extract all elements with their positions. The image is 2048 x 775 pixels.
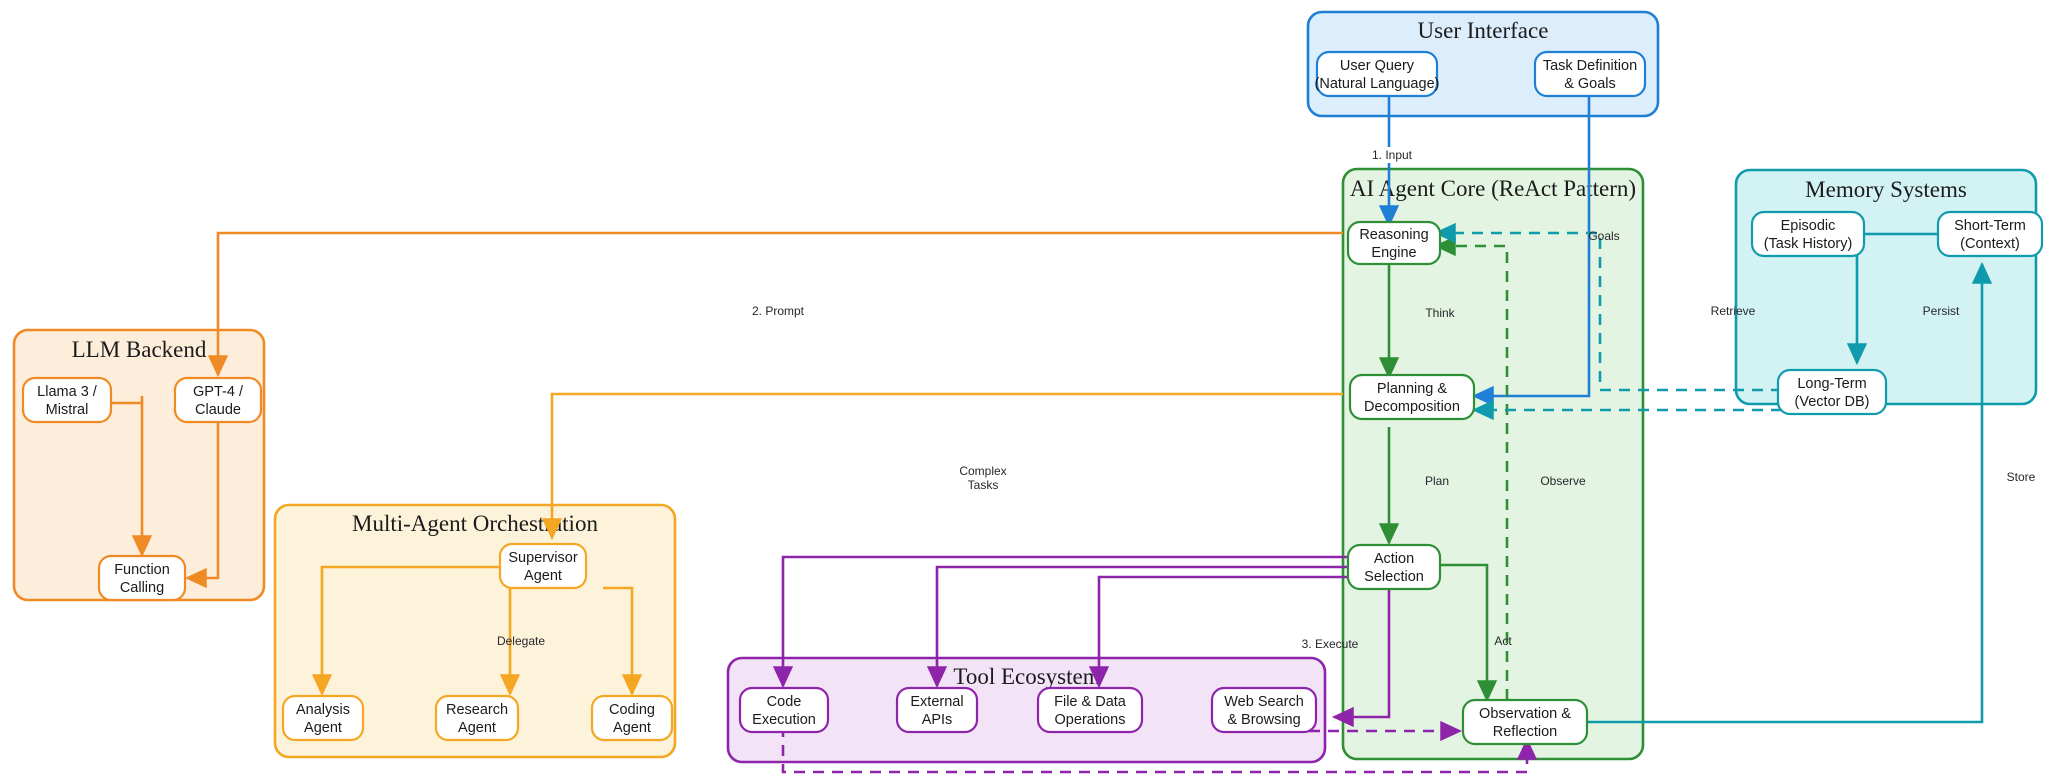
node-planning-line1: Planning & bbox=[1377, 381, 1447, 397]
node-code-execution[interactable]: Code Execution bbox=[738, 686, 830, 734]
node-external-apis-line1: External bbox=[910, 694, 963, 710]
cluster-title-user-interface: User Interface bbox=[1418, 18, 1549, 43]
node-task-definition-line2: & Goals bbox=[1564, 76, 1616, 92]
edge-label-complex-line1: Complex bbox=[959, 464, 1006, 478]
node-file-data-operations[interactable]: File & Data Operations bbox=[1036, 686, 1144, 734]
node-coding-agent[interactable]: Coding Agent bbox=[590, 694, 674, 742]
edge-observation-to-reasoning bbox=[1433, 235, 1509, 700]
node-llama-line2: Mistral bbox=[46, 402, 89, 418]
cluster-memory-systems: Memory Systems bbox=[1734, 168, 2038, 406]
node-research-line2: Agent bbox=[458, 720, 496, 736]
edge-action-to-observation bbox=[1428, 563, 1498, 703]
edge-label-input: 1. Input bbox=[1372, 148, 1413, 162]
node-reasoning-engine-line2: Engine bbox=[1371, 245, 1416, 261]
node-function-calling-line1: Function bbox=[114, 562, 170, 578]
node-function-calling-line2: Calling bbox=[120, 580, 164, 596]
node-long-term-line2: (Vector DB) bbox=[1795, 394, 1870, 410]
node-action-selection[interactable]: Action Selection bbox=[1346, 543, 1442, 591]
node-gpt4-line1: GPT-4 / bbox=[193, 384, 244, 400]
cluster-title-multi-agent-orchestration: Multi-Agent Orchestration bbox=[352, 511, 598, 536]
node-function-calling[interactable]: Function Calling bbox=[97, 554, 187, 602]
node-analysis-agent[interactable]: Analysis Agent bbox=[281, 694, 365, 742]
node-reasoning-engine-line1: Reasoning bbox=[1359, 227, 1428, 243]
edge-label-persist: Persist bbox=[1923, 304, 1960, 318]
edge-label-act: Act bbox=[1494, 634, 1512, 648]
node-web-search-browsing[interactable]: Web Search & Browsing bbox=[1210, 686, 1318, 734]
edge-code-execution-to-observation bbox=[781, 707, 1538, 774]
node-web-search-line1: Web Search bbox=[1224, 694, 1304, 710]
node-episodic-line1: Episodic bbox=[1781, 218, 1836, 234]
node-coding-line1: Coding bbox=[609, 702, 655, 718]
node-observation-line1: Observation & bbox=[1479, 706, 1571, 722]
edge-label-complex-line2: Tasks bbox=[968, 478, 999, 492]
node-short-term-line1: Short-Term bbox=[1954, 218, 2026, 234]
node-short-term-line2: (Context) bbox=[1960, 236, 2020, 252]
edge-label-plan: Plan bbox=[1425, 474, 1449, 488]
node-gpt4-line2: Claude bbox=[195, 402, 241, 418]
node-file-data-line2: Operations bbox=[1055, 712, 1126, 728]
node-long-term-memory[interactable]: Long-Term (Vector DB) bbox=[1776, 368, 1888, 416]
node-analysis-line1: Analysis bbox=[296, 702, 350, 718]
node-web-search-line2: & Browsing bbox=[1227, 712, 1300, 728]
edge-label-goals: Goals bbox=[1588, 229, 1619, 243]
edge-action-to-web-search bbox=[1331, 589, 1391, 728]
node-action-selection-line2: Selection bbox=[1364, 569, 1424, 585]
edge-long-term-to-reasoning bbox=[1433, 222, 1782, 392]
edge-task-definition-to-planning bbox=[1471, 96, 1591, 407]
edge-planning-to-supervisor bbox=[541, 392, 1343, 541]
node-episodic-line2: (Task History) bbox=[1764, 236, 1853, 252]
node-llama-mistral[interactable]: Llama 3 / Mistral bbox=[21, 376, 113, 424]
edge-observation-to-short-term bbox=[1569, 261, 1993, 724]
node-supervisor-line2: Agent bbox=[524, 568, 562, 584]
node-observation-reflection[interactable]: Observation & Reflection bbox=[1461, 698, 1589, 746]
cluster-tool-ecosystem: Tool Ecosystem bbox=[726, 656, 1327, 764]
cluster-title-llm-backend: LLM Backend bbox=[72, 337, 207, 362]
node-user-query[interactable]: User Query (Natural Language) bbox=[1315, 50, 1440, 98]
node-supervisor-line1: Supervisor bbox=[508, 550, 577, 566]
node-action-selection-line1: Action bbox=[1374, 551, 1414, 567]
node-llama-line1: Llama 3 / bbox=[37, 384, 98, 400]
edge-label-observe: Observe bbox=[1540, 474, 1586, 488]
edge-reasoning-to-gpt4 bbox=[207, 231, 1343, 378]
node-external-apis[interactable]: External APIs bbox=[895, 686, 979, 734]
edge-supervisor-to-coding bbox=[603, 586, 643, 697]
cluster-title-ai-agent-core: AI Agent Core (ReAct Pattern) bbox=[1350, 176, 1636, 201]
node-task-definition[interactable]: Task Definition & Goals bbox=[1533, 50, 1647, 98]
edge-supervisor-to-analysis bbox=[311, 565, 500, 697]
node-reasoning-engine[interactable]: Reasoning Engine bbox=[1346, 220, 1442, 266]
node-coding-line2: Agent bbox=[613, 720, 651, 736]
node-research-line1: Research bbox=[446, 702, 508, 718]
node-short-term-memory[interactable]: Short-Term (Context) bbox=[1936, 210, 2044, 258]
node-research-agent[interactable]: Research Agent bbox=[434, 694, 520, 742]
node-task-definition-line1: Task Definition bbox=[1543, 58, 1637, 74]
edge-label-store: Store bbox=[2007, 470, 2036, 484]
edge-label-think: Think bbox=[1425, 306, 1455, 320]
node-planning-line2: Decomposition bbox=[1364, 399, 1460, 415]
edge-label-execute: 3. Execute bbox=[1302, 637, 1359, 651]
node-supervisor-agent[interactable]: Supervisor Agent bbox=[498, 542, 588, 590]
node-file-data-line1: File & Data bbox=[1054, 694, 1127, 710]
cluster-title-tool-ecosystem: Tool Ecosystem bbox=[953, 664, 1100, 689]
cluster-title-memory-systems: Memory Systems bbox=[1805, 177, 1967, 202]
node-planning-decomposition[interactable]: Planning & Decomposition bbox=[1348, 373, 1476, 421]
node-analysis-line2: Agent bbox=[304, 720, 342, 736]
edge-label-delegate: Delegate bbox=[497, 634, 545, 648]
edge-label-retrieve: Retrieve bbox=[1711, 304, 1756, 318]
node-external-apis-line2: APIs bbox=[922, 712, 953, 728]
node-gpt4-claude[interactable]: GPT-4 / Claude bbox=[173, 376, 263, 424]
node-long-term-line1: Long-Term bbox=[1797, 376, 1866, 392]
node-user-query-line2: (Natural Language) bbox=[1315, 76, 1440, 92]
edge-label-prompt: 2. Prompt bbox=[752, 304, 805, 318]
edge-action-to-external-apis bbox=[926, 565, 1347, 689]
node-code-execution-line1: Code bbox=[767, 694, 802, 710]
node-observation-line2: Reflection bbox=[1493, 724, 1557, 740]
node-episodic-memory[interactable]: Episodic (Task History) bbox=[1750, 210, 1866, 258]
node-user-query-line1: User Query bbox=[1340, 58, 1415, 74]
node-code-execution-line2: Execution bbox=[752, 712, 816, 728]
edge-action-to-code-execution bbox=[772, 555, 1347, 689]
edge-action-to-file-data bbox=[1088, 575, 1347, 689]
edge-gpt4-to-function-calling bbox=[184, 412, 220, 589]
